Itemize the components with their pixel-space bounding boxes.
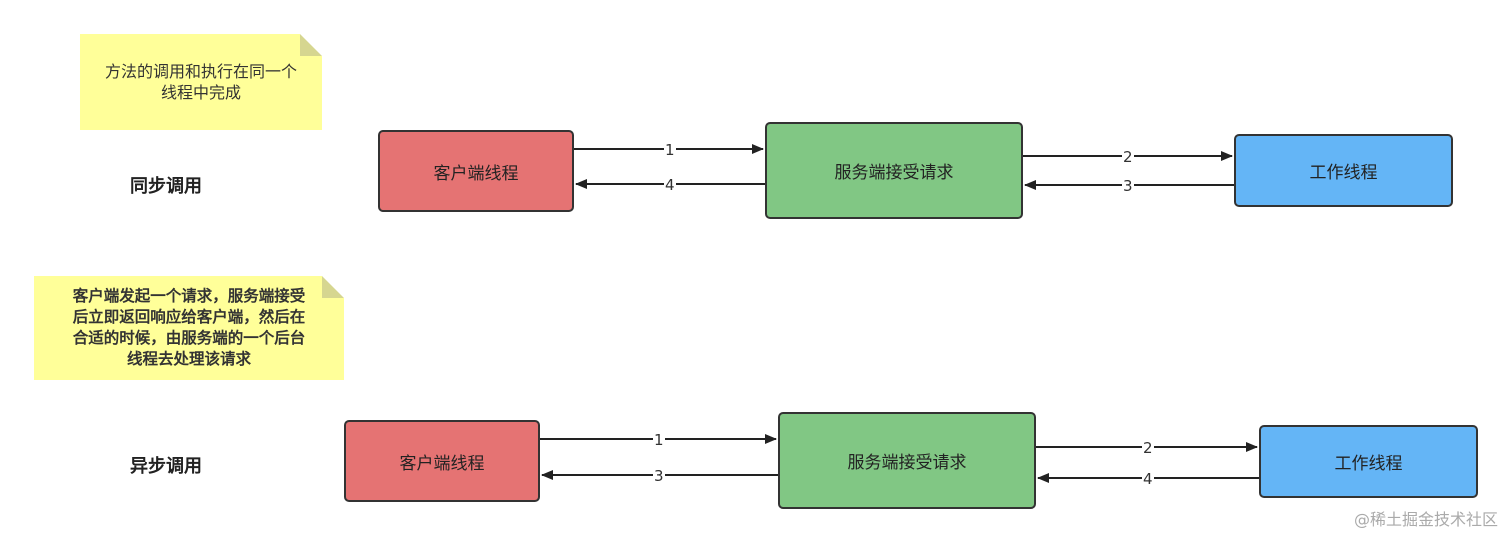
sync-worker-label: 工作线程 (1309, 163, 1378, 183)
sync-arrow-4-label: 4 (664, 176, 676, 194)
sync-arrow-3-label: 3 (1122, 177, 1134, 195)
sync-server-box: 服务端接受请求 (765, 122, 1023, 219)
note-fold-corner (300, 34, 322, 56)
async-arrow-4-label: 4 (1142, 470, 1154, 488)
async-client-label: 客户端线程 (399, 453, 485, 474)
sync-server-label: 服务端接受请求 (834, 163, 954, 183)
async-worker-label: 工作线程 (1334, 454, 1403, 474)
async-note-text: 客户端发起一个请求，服务端接受 后立即返回响应给客户端，然后在 合适的时候，由服… (72, 287, 306, 368)
async-arrow-1-label: 1 (653, 431, 665, 449)
async-server-label: 服务端接受请求 (847, 453, 967, 473)
async-client-box: 客户端线程 (344, 420, 540, 502)
sync-worker-box: 工作线程 (1234, 134, 1453, 207)
async-label: 异步调用 (130, 456, 202, 477)
note-fold-corner (322, 276, 344, 298)
sync-arrow-1-label: 1 (664, 141, 676, 159)
async-note: 客户端发起一个请求，服务端接受 后立即返回响应给客户端，然后在 合适的时候，由服… (34, 276, 344, 380)
async-arrow-2-label: 2 (1142, 439, 1154, 457)
sync-note-text: 方法的调用和执行在同一个 线程中完成 (104, 62, 297, 102)
sync-client-label: 客户端线程 (433, 163, 519, 184)
sync-client-box: 客户端线程 (378, 130, 574, 212)
watermark: @稀土掘金技术社区 (1353, 510, 1498, 529)
sync-label: 同步调用 (130, 176, 202, 197)
sync-arrow-2-label: 2 (1122, 148, 1134, 166)
async-arrow-3-label: 3 (653, 467, 665, 485)
async-server-box: 服务端接受请求 (778, 412, 1036, 509)
async-worker-box: 工作线程 (1259, 425, 1478, 498)
sync-note: 方法的调用和执行在同一个 线程中完成 (80, 34, 322, 130)
